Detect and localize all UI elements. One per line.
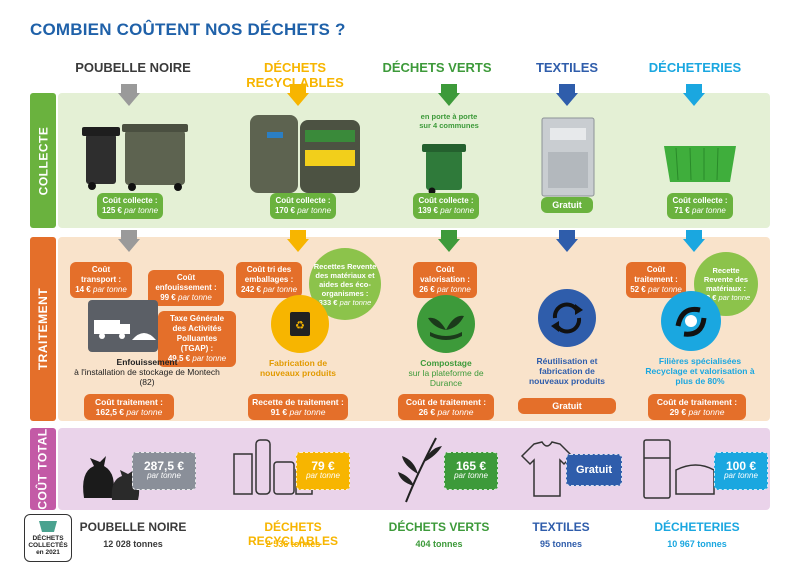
footer-decheteries-name: DÉCHETERIES (654, 520, 740, 534)
total-tag-recyclables: 79 € par tonne (296, 452, 350, 490)
decheteries-treatment-total: Coût de traitement : 29 € par tonne (648, 394, 746, 420)
decheteries-treatment-cost: Coût traitement : 52 € par tonne (626, 262, 686, 298)
section-traitement: TRAITEMENT (30, 237, 56, 421)
footer-verts-tonnes: 404 tonnes (415, 539, 463, 549)
recyclables-treatment-desc: Fabrication de nouveaux produits (259, 358, 337, 378)
collected-badge: DÉCHETS COLLECTÉS en 2021 (24, 514, 72, 562)
header-poubelle-noire: POUBELLE NOIRE (75, 60, 191, 75)
footer-noire-tonnes: 12 028 tonnes (103, 539, 163, 549)
noire-treatment-desc: Enfouissement à l'installation de stocka… (74, 357, 220, 387)
total-tag-decheteries: 100 € par tonne (714, 452, 768, 490)
header-textiles: TEXTILES (535, 60, 599, 75)
appliances-icon (643, 439, 715, 499)
transport-cost: Coût transport : 14 € par tonne (70, 262, 132, 298)
verts-treatment-desc: Compostage sur la plateforme de Durance (408, 358, 484, 388)
tgap-cost: Taxe Générale des Activités Polluantes (… (158, 311, 236, 367)
header-dechets-recyclables: DÉCHETS RECYCLABLES (246, 60, 344, 90)
container-icon (39, 521, 57, 532)
trash-bags-icon (83, 456, 140, 500)
total-tag-verts: 165 € par tonne (444, 452, 498, 490)
plant-branch-icon (398, 437, 442, 503)
footer-recyclables-name: DÉCHETS RECYCLABLES (247, 520, 338, 548)
collecte-noire: Coût collecte : 125 € par tonne (97, 193, 163, 219)
section-collecte: COLLECTE (30, 93, 56, 228)
compost-plant-icon (417, 295, 475, 353)
svg-text:♻: ♻ (295, 319, 305, 332)
textiles-treatment-total: Gratuit (518, 398, 616, 414)
verts-note: en porte à porte sur 4 communes (419, 112, 479, 130)
reuse-cycle-icon (538, 289, 596, 347)
recyclables-recettes: Recettes Revente des matériaux et aides … (309, 248, 381, 320)
footer-recyclables-tonnes: 2 536 tonnes (265, 539, 321, 549)
footer-textiles-tonnes: 95 tonnes (539, 539, 582, 549)
landfill-truck-icon (88, 300, 158, 352)
black-bins-image (82, 124, 188, 191)
tshirt-icon (520, 441, 574, 497)
tri-cost: Coût tri des emballages : 242 € par tonn… (236, 262, 302, 298)
recycle-bin-icon: ♻ (271, 295, 329, 353)
header-decheteries: DÉCHETERIES (648, 60, 742, 75)
noire-treatment-total: Coût traitement : 162,5 € par tonne (84, 394, 174, 420)
total-tag-textiles: Gratuit (566, 454, 622, 486)
collecte-recyclables: Coût collecte : 170 € par tonne (270, 193, 336, 219)
green-bin-image (422, 144, 466, 195)
recycling-arrows-icon (661, 291, 721, 351)
valorisation-cost: Coût valorisation : 26 € par tonne (413, 262, 477, 298)
skip-container-image (664, 146, 736, 182)
header-dechets-verts: DÉCHETS VERTS (382, 60, 492, 75)
verts-treatment-total: Coût de traitement : 26 € par tonne (398, 394, 494, 420)
collecte-textiles: Gratuit (541, 197, 593, 213)
enfouissement-cost: Coût enfouissement : 99 € par tonne (148, 270, 224, 306)
decheteries-treatment-desc: Filières spécialisées Recyclage et valor… (645, 356, 755, 386)
recyclables-treatment-total: Recette de traitement : 91 € par tonne (248, 394, 348, 420)
collecte-decheteries: Coût collecte : 71 € par tonne (667, 193, 733, 219)
footer-decheteries-tonnes: 10 967 tonnes (667, 539, 727, 549)
collecte-verts: Coût collecte : 139 € par tonne (413, 193, 479, 219)
total-tag-noire: 287,5 € par tonne (132, 452, 196, 490)
textile-container-image (541, 117, 595, 197)
section-cout-total: COÛT TOTAL (30, 428, 56, 510)
footer-textiles-name: TEXTILES (532, 520, 590, 534)
page-title: COMBIEN COÛTENT NOS DÉCHETS ? (30, 20, 346, 39)
recycling-containers-image (250, 115, 360, 193)
footer-noire-name: POUBELLE NOIRE (79, 520, 187, 534)
textiles-treatment-desc: Réutilisation et fabrication de nouveaux… (528, 356, 606, 386)
footer-verts-name: DÉCHETS VERTS (388, 520, 490, 534)
